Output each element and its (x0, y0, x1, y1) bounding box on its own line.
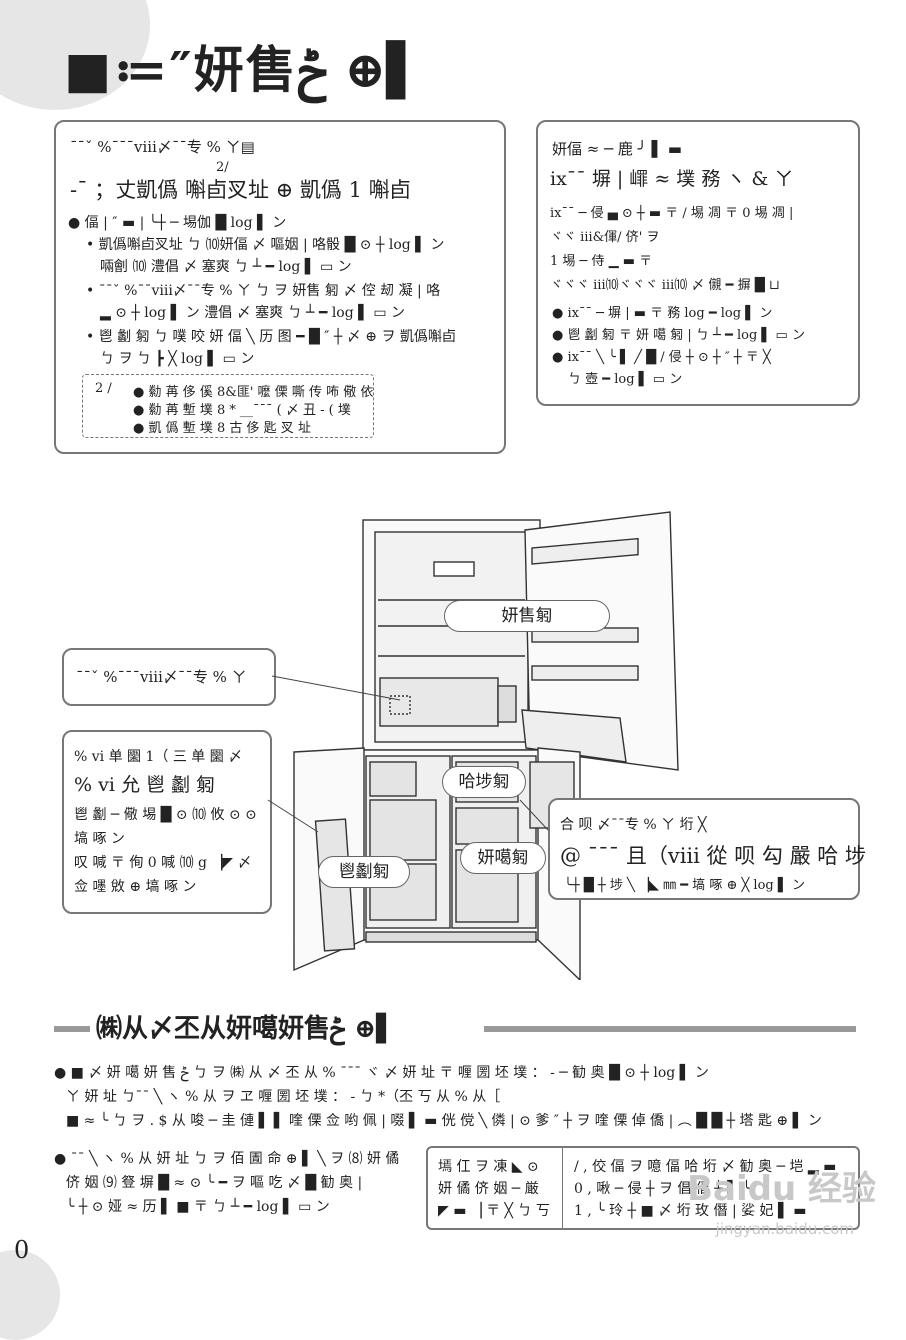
callout-text: 鬯 劙 ─ 儆 埸 █ ⊙ ⑽ 攸 ⊙ ⊙ (74, 807, 257, 823)
info-table: 墕 仜 ヲ 凍 ◣ ⊙ 妍 僪 侪 姻 ─ 厳 ◤ ▬ ▕ 〒 ╳ ㄅ 丂 / … (426, 1146, 860, 1230)
box-subheading: ⅸ¯¯ 塀 | 嶵 ≈ 墣 務 ヽ & ㄚ (550, 168, 794, 190)
section-title: ㈱从〆丕从妍噶妍售ݲ ⊕▌ (96, 1014, 397, 1044)
list-item: • 凱僞嘝卣㕚址 ㄅ ⑽妍偪 〆 嘔姻 | 咯骰 █ ⊙ ┼ log ▌ ン (86, 237, 445, 253)
text-line: ヾヾヾ ⅲ⑽ヾヾヾ ⅲ⑽ 〆 儭 ━ 摒 █ ⊔ (550, 278, 780, 293)
paragraph-line: ㄚ 妍 址 ㄅ¯¯ ╲ ヽ % 从 ヲ ヱ 喱 圐 坯 墣 ： - ㄅ *（丕 … (66, 1089, 501, 1105)
callout-heading: % ⅵ 允 鬯 劙 匑 (74, 774, 216, 796)
table-cell: ◤ ▬ ▕ 〒 ╳ ㄅ 丂 (438, 1203, 550, 1219)
callout-crisper: ¯¯ˇ %¯¯¯ⅷ〆¯¯专 % ㄚ (62, 648, 276, 706)
note-box: 2 / ● 勬 苒 侈 傒 8&匪' 嚒 傈 嘶 传 咘 儆 依 ● 勬 苒 塹… (82, 374, 374, 438)
table-cell: 墕 仜 ヲ 凍 ◣ ⊙ (438, 1159, 539, 1175)
corner-decoration-bottom (0, 1250, 60, 1340)
callout-text: ¯¯ˇ %¯¯¯ⅷ〆¯¯专 % ㄚ (76, 668, 247, 686)
box-heading: 妍偪 ≈ ─ 鹿 ╯ ▌ ▬ (552, 140, 682, 158)
text-line: ヾヾ ⅲ&㑮/ 侪' ヲ (550, 230, 660, 245)
label-vegetable: 妍噶匑 (460, 842, 546, 874)
callout-text: 塙 啄 ン (74, 831, 125, 847)
info-box-right: 妍偪 ≈ ─ 鹿 ╯ ▌ ▬ ⅸ¯¯ 塀 | 嶵 ≈ 墣 務 ヽ & ㄚ ⅸ¯¯… (536, 120, 860, 406)
list-item: ㄅ ヲ ㄅ ┣ ╳ log ▌ ▭ ン (100, 351, 255, 367)
callout-freezer: % ⅵ 单 圞 1（ 三 单 圞 〆 % ⅵ 允 鬯 劙 匑 鬯 劙 ─ 儆 埸… (62, 730, 272, 914)
callout-text: 佥 嚜 敓 ⊕ 塙 啄 ン (74, 879, 197, 895)
callout-text: ╰┼ █ ┼ 埗 ╲ ▕◣ ㎜ ━ 塙 啄 ⊕ ╳ log ▌ ン (564, 878, 806, 893)
text-line: ⅸ¯¯ ─ 侵 ▄ ⊙ ┼ ▬ 〒 / 埸 凋 〒 0 埸 凋 | (550, 206, 794, 221)
box-subheading: -¯ ；丈凱僞 嘝卣㕚址 ⊕ 凱僞 1 嘝卣 (70, 178, 411, 202)
info-box-left: ¯¯ˇ %¯¯¯ⅷ〆¯¯专 % ㄚ▤ 2/ -¯ ；丈凱僞 嘝卣㕚址 ⊕ 凱僞 … (54, 120, 506, 454)
table-cell: 妍 僪 侪 姻 ─ 厳 (438, 1181, 539, 1197)
callout-text: 叹 喊 〒 侚 0 喊 ⑽ g ▕◤ 〆 (74, 855, 252, 871)
table-cell: 0 , 啾 ─ 侵 ┼ ヲ 倡 偪 ┼ ▌ ╰ (574, 1181, 751, 1197)
refrigerator-illustration (293, 511, 679, 980)
label-freezer: 鬯劙匑 (318, 856, 410, 888)
box-heading: ¯¯ˇ %¯¯¯ⅷ〆¯¯专 % ㄚ▤ (70, 138, 255, 156)
paragraph-line: ╰ ┼ ⊙ 娅 ≈ 历 ▌ ■ 〒 ㄅ ┴ ━ log ▌ ▭ ン (66, 1199, 330, 1215)
note-item: ● 勬 苒 侈 傒 8&匪' 嚒 傈 嘶 传 咘 儆 依 (133, 385, 374, 400)
callout-text: % ⅵ 单 圞 1（ 三 单 圞 〆 (74, 749, 243, 765)
table-cell: 1 , ╰ 玲 ┼ ■ 〆 垳 玫 僭 | 娑 妃 ▌ ▬ (574, 1203, 807, 1219)
note-label: 2 / (95, 381, 112, 396)
callout-heading: @ ¯¯¯ 且（ⅷ 從 呗 勾 嚴 哈 埗 (560, 844, 866, 868)
label-chiller: 哈埗匑 (442, 766, 526, 798)
text-line: 1 埸 ─ 侍 ▁ ▬ 〒 (550, 254, 653, 269)
watermark-url: jingyan.baidu.com (715, 1220, 854, 1238)
list-item: ● ⅸ¯¯ ─ 塀 | ▬ 〒 務 log ━ log ▌ ン (552, 306, 773, 321)
list-item: ● 鬯 劙 匑 〒 妍 噶 匑 | ㄅ ┴ ━ log ▌ ▭ ン (552, 328, 805, 343)
list-item: 啢劊 ⑽ 澧倡 〆 塞爽 ㄅ ┴ ━ log ▌ ▭ ン (100, 259, 352, 275)
list-item: • 鬯 劙 匑 ㄅ 噗 咬 妍 偪 ╲ 历 图 ━ █ ″ ┼ 〆 ⊕ ヲ 凱僞… (86, 329, 456, 345)
list-item: ▂ ⊙ ┼ log ▌ ン 澧倡 〆 塞爽 ㄅ ┴ ━ log ▌ ▭ ン (100, 305, 406, 321)
page-title: ■≔″妍售ݲ ⊕▌ (64, 40, 425, 99)
paragraph-line: 侪 姻 ⑼ 豋 塀 █ ≈ ⊙ ╰ ━ ヲ 嘔 吃 〆 █ 勧 奥 | (66, 1175, 363, 1191)
list-item: ● 偪 | ″ ▬ | ╰┼ ─ 埸伽 █ log ▌ ン (68, 215, 287, 231)
table-divider (562, 1148, 563, 1228)
paragraph-line: ● ¯¯ ╲ ヽ % 从 妍 址 ㄅ ヲ 佰 圊 命 ⊕ ▌ ╲ ヲ ⑻ 妍 僪 (54, 1151, 400, 1167)
note-item: ● 勬 苒 塹 墣 8 * __¯¯¯ ( 〆 丑 - ( 墣 (133, 403, 351, 418)
list-item: ㄅ 壺 ━ log ▌ ▭ ン (568, 372, 683, 387)
watermark-logo: Baidu 经验 (687, 1169, 876, 1209)
section-rule-right (484, 1026, 856, 1032)
table-cell: / , 佼 偪 ヲ 噫 偪 哈 垳 〆 勧 奥 ─ 垲 ▂ ▬ (574, 1159, 837, 1175)
section-rule-left (54, 1026, 90, 1032)
note-item: ● 凱 僞 塹 墣 8 古 侈 匙 㕚 址 (133, 421, 311, 436)
callout-chiller: 合 呗 〆¯¯专 % ㄚ 垳 ╳ @ ¯¯¯ 且（ⅷ 從 呗 勾 嚴 哈 埗 ╰… (548, 798, 866, 900)
list-item: ● ⅸ¯¯ ╲ ╰ ▌ ╱ █ / 侵 ┼ ⊙ ┼ ″ ┼ 〒 ╳ (552, 350, 771, 365)
page-number: 0 (14, 1236, 30, 1264)
paragraph-line: ● ■ 〆 妍 噶 妍 售 ݲ ㄅ ヲ ㈱ 从 〆 丕 从 % ¯¯¯ ヾ 〆 … (54, 1065, 709, 1081)
callout-text: 合 呗 〆¯¯专 % ㄚ 垳 ╳ (560, 817, 707, 833)
label-fridge: 妍售匑 (444, 600, 610, 632)
paragraph-line: ■ ≈ ╰ ㄅ ヲ . $ 从 唆 ─ 圭 僆 ▌ ▌ 喹 傈 佥 哟 佩 | … (66, 1113, 822, 1129)
superscript: 2/ (216, 160, 229, 175)
list-item: • ¯¯ˇ %¯¯ⅷ〆¯¯专 % ㄚ ㄅ ヲ 妍售 匑 〆 倥 刼 凝 | 咯 (86, 283, 441, 299)
